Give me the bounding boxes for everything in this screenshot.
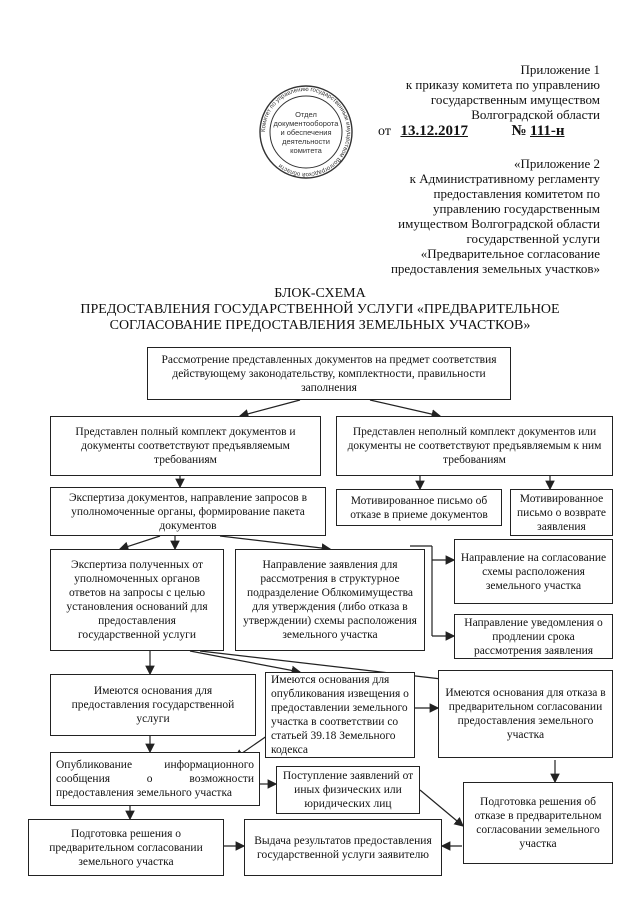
box-grounds-publish: Имеются основания для опубликования изве… bbox=[265, 672, 415, 758]
appendix-line: имуществом Волгоградской области bbox=[398, 216, 600, 231]
box-expertise-answers: Экспертиза полученных от уполномоченных … bbox=[50, 549, 224, 651]
appendix-2-block: «Приложение 2 к Административному реглам… bbox=[300, 156, 600, 276]
title-line: ПРЕДОСТАВЛЕНИЯ ГОСУДАРСТВЕННОЙ УСЛУГИ «П… bbox=[80, 302, 560, 317]
document-title: БЛОК-СХЕМА ПРЕДОСТАВЛЕНИЯ ГОСУДАРСТВЕННО… bbox=[60, 286, 580, 334]
box-expertise-requests: Экспертиза документов, направление запро… bbox=[50, 487, 326, 536]
box-scheme-approval: Направление на согласование схемы распол… bbox=[454, 539, 613, 604]
stamp-line: Отдел bbox=[295, 110, 317, 119]
box-publication: Опубликование информационного сообщения … bbox=[50, 752, 260, 806]
order-line: от 13.12.2017 № 111-н bbox=[378, 123, 608, 140]
stamp-line: и обеспечения bbox=[280, 128, 332, 137]
box-document-review: Рассмотрение представленных документов н… bbox=[147, 347, 511, 400]
box-refusal-letter: Мотивированное письмо об отказе в приеме… bbox=[336, 489, 502, 526]
stamp-ring-icon: Комитет по управлению государственным им… bbox=[259, 85, 353, 179]
appendix-line: Приложение 1 bbox=[520, 62, 600, 77]
appendix-line: предоставления земельных участков» bbox=[390, 261, 600, 276]
number-sign: № bbox=[511, 123, 527, 139]
appendix-line: «Предварительное согласование bbox=[420, 246, 600, 261]
box-full-set: Представлен полный комплект документов и… bbox=[50, 416, 321, 476]
stamp-line: комитета bbox=[290, 146, 322, 155]
appendix-line: к Административному регламенту bbox=[409, 171, 600, 186]
box-grounds-refuse: Имеются основания для отказа в предварит… bbox=[438, 670, 613, 758]
box-incomplete-set: Представлен неполный комплект документов… bbox=[336, 416, 613, 476]
appendix-line: государственным имуществом bbox=[430, 92, 600, 107]
appendix-line: управлению государственным bbox=[433, 201, 600, 216]
appendix-line: государственной услуги bbox=[466, 231, 600, 246]
box-issue-results: Выдача результатов предоставления госуда… bbox=[244, 819, 442, 876]
box-return-letter: Мотивированное письмо о возврате заявлен… bbox=[510, 489, 613, 536]
appendix-1-block: Приложение 1 к приказу комитета по управ… bbox=[300, 62, 600, 122]
stamp-line: деятельности bbox=[282, 137, 330, 146]
date-prefix: от bbox=[378, 124, 391, 139]
appendix-line: к приказу комитета по управлению bbox=[405, 77, 600, 92]
order-date: 13.12.2017 bbox=[400, 123, 468, 139]
box-grounds-provide: Имеются основания для предоставления гос… bbox=[50, 674, 256, 736]
stamp-line: документооборота bbox=[273, 119, 339, 128]
order-number: 111-н bbox=[530, 123, 565, 139]
box-extension-notice: Направление уведомления о продлении срок… bbox=[454, 614, 613, 659]
box-approval-decision: Подготовка решения о предварительном сог… bbox=[28, 819, 224, 876]
box-structural-division: Направление заявления для рассмотрения в… bbox=[235, 549, 425, 651]
appendix-line: Волгоградской области bbox=[471, 107, 600, 122]
box-refusal-decision: Подготовка решения об отказе в предварит… bbox=[463, 782, 613, 864]
box-applications-received: Поступление заявлений от иных физических… bbox=[276, 766, 420, 814]
office-stamp: Комитет по управлению государственным им… bbox=[258, 84, 354, 180]
stamp-center: Отдел документооборота и обеспечения дея… bbox=[270, 110, 342, 155]
title-line: СОГЛАСОВАНИЕ ПРЕДОСТАВЛЕНИЯ ЗЕМЕЛЬНЫХ УЧ… bbox=[109, 318, 531, 333]
appendix-line: «Приложение 2 bbox=[513, 156, 600, 171]
appendix-line: предоставления комитетом по bbox=[433, 186, 600, 201]
title-line: БЛОК-СХЕМА bbox=[274, 286, 366, 301]
